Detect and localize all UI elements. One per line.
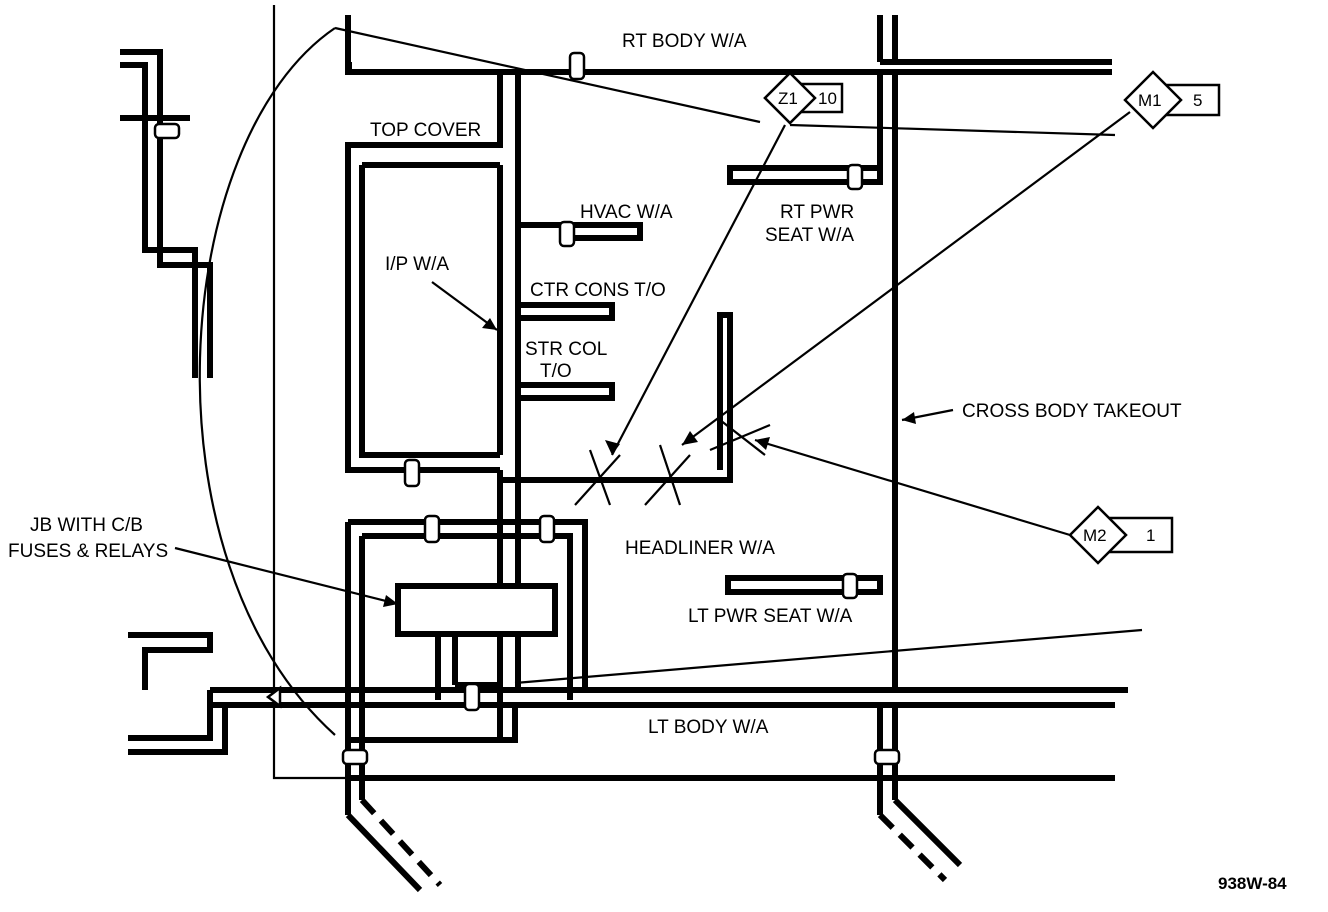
callout-number: 10 (818, 89, 837, 108)
label-headliner: HEADLINER W/A (625, 538, 775, 559)
label-cross-body: CROSS BODY TAKEOUT (962, 401, 1182, 422)
harness-bundles (120, 15, 1128, 893)
connectors (153, 51, 901, 766)
label-rt-pwr-seat-line1: RT PWR (780, 202, 854, 223)
connector (873, 748, 901, 766)
label-str-col-line2: T/O (540, 361, 572, 382)
reference-outline (198, 5, 1116, 780)
connector (568, 51, 586, 81)
label-top-cover: TOP COVER (370, 120, 481, 141)
figure-id: 938W-84 (1218, 874, 1287, 893)
callout-code: M1 (1138, 91, 1162, 110)
callout-z1: Z1 10 (763, 71, 844, 125)
connector (538, 514, 556, 544)
label-lt-pwr-seat: LT PWR SEAT W/A (688, 606, 853, 627)
callout-code: M2 (1083, 526, 1107, 545)
connector (841, 572, 859, 600)
connector (558, 220, 576, 248)
callout-number: 1 (1146, 526, 1155, 545)
callout-m1: M1 5 (1123, 70, 1221, 130)
label-ip: I/P W/A (385, 254, 449, 275)
callout-code: Z1 (778, 89, 798, 108)
label-jb-line1: JB WITH C/B (30, 515, 143, 536)
label-ctr-cons: CTR CONS T/O (530, 280, 666, 301)
connector (463, 682, 481, 712)
connector (153, 122, 181, 140)
label-hvac: HVAC W/A (580, 202, 673, 223)
callout-number: 5 (1193, 91, 1202, 110)
label-rt-body: RT BODY W/A (622, 31, 747, 52)
label-lt-body: LT BODY W/A (648, 717, 769, 738)
labels: RT BODY W/A TOP COVER HVAC W/A RT PWR SE… (8, 31, 1287, 893)
connector (403, 458, 421, 488)
leader-lines (174, 111, 1143, 685)
connector (265, 685, 282, 709)
label-str-col-line1: STR COL (525, 339, 607, 360)
connector (846, 163, 864, 191)
splice-marks (574, 419, 771, 506)
label-jb-line2: FUSES & RELAYS (8, 541, 168, 562)
callout-m2: M2 1 (1068, 505, 1174, 565)
connector (341, 748, 369, 766)
label-rt-pwr-seat-line2: SEAT W/A (765, 225, 854, 246)
connector (423, 514, 441, 544)
